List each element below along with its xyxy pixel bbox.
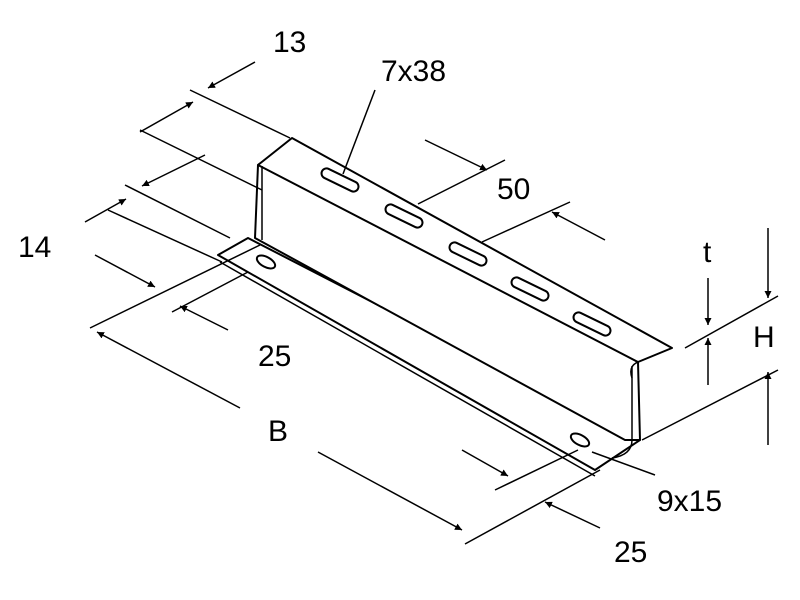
hole-left [255,254,277,270]
dim-label-9x15: 9x15 [657,485,723,518]
dim-label-h: H [753,321,775,354]
holes [255,254,591,448]
slots [320,167,612,337]
slot-3 [448,241,488,267]
dim-label-t: t [703,236,712,269]
slot-1 [320,167,360,193]
dim-label-25-right: 25 [614,536,648,569]
thickness-edges [219,166,639,477]
dim-label-b: B [268,415,289,448]
dim-label-14: 14 [18,231,52,264]
hole-right [569,432,591,448]
slot-5 [572,311,612,337]
dim-label-25-left: 25 [258,340,292,373]
dim-label-50: 50 [497,173,531,206]
dim-label-7x38: 7x38 [381,55,447,88]
slot-2 [384,203,424,229]
dim-label-13: 13 [273,26,307,59]
slot-4 [510,276,550,302]
extension-lines [89,89,779,545]
dimension-arrows [84,61,772,531]
